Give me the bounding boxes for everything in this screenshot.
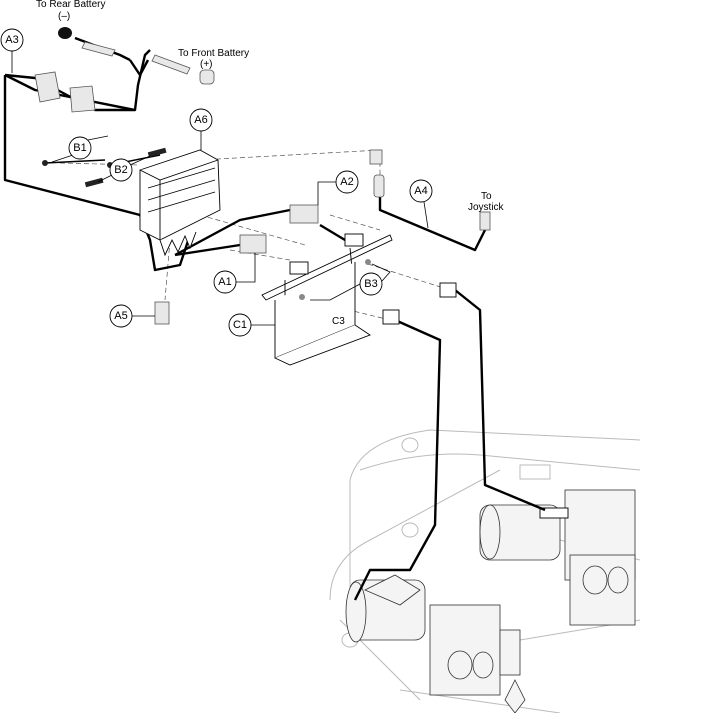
c3-label: C3 (332, 316, 345, 327)
battery-connector-pair (34, 71, 96, 113)
screws (42, 147, 167, 188)
svg-text:A2: A2 (340, 176, 353, 188)
svg-text:A3: A3 (5, 34, 18, 46)
svg-text:A6: A6 (194, 114, 207, 126)
front-battery-terminal (151, 54, 215, 85)
svg-text:A4: A4 (414, 185, 427, 197)
svg-text:B1: B1 (73, 142, 86, 154)
svg-text:C1: C1 (233, 319, 247, 331)
front-battery-label: To Front Battery (178, 48, 249, 59)
controller-module (139, 149, 221, 257)
svg-text:B2: B2 (114, 164, 127, 176)
motor-assembly-right (479, 489, 636, 626)
rear-battery-terminal (58, 27, 116, 57)
callout-a6: A6 (189, 108, 213, 132)
rear-battery-polarity: (–) (58, 11, 70, 22)
rear-battery-label: To Rear Battery (36, 0, 105, 10)
joystick-label-line2: Joystick (468, 202, 505, 213)
svg-text:A1: A1 (218, 276, 231, 288)
callout-a1: A1 (213, 270, 237, 294)
front-battery-polarity: (+) (200, 59, 213, 70)
svg-text:A5: A5 (114, 310, 127, 322)
callout-a4: A4 (409, 179, 433, 203)
callout-b2: B2 (109, 158, 133, 182)
callout-b1: B1 (68, 136, 92, 160)
connectors (154, 149, 491, 325)
callout-a5: A5 (109, 304, 133, 328)
mounting-bracket (261, 233, 393, 366)
callout-a2: A2 (335, 170, 359, 194)
callout-c1: C1 (228, 313, 252, 337)
joystick-label-line1: To (481, 191, 492, 202)
callout-a3: A3 (0, 28, 24, 52)
motor-assembly-left (345, 574, 526, 713)
callout-b3: B3 (359, 272, 383, 296)
callout-leaders (11, 51, 429, 326)
svg-text:B3: B3 (364, 278, 377, 290)
